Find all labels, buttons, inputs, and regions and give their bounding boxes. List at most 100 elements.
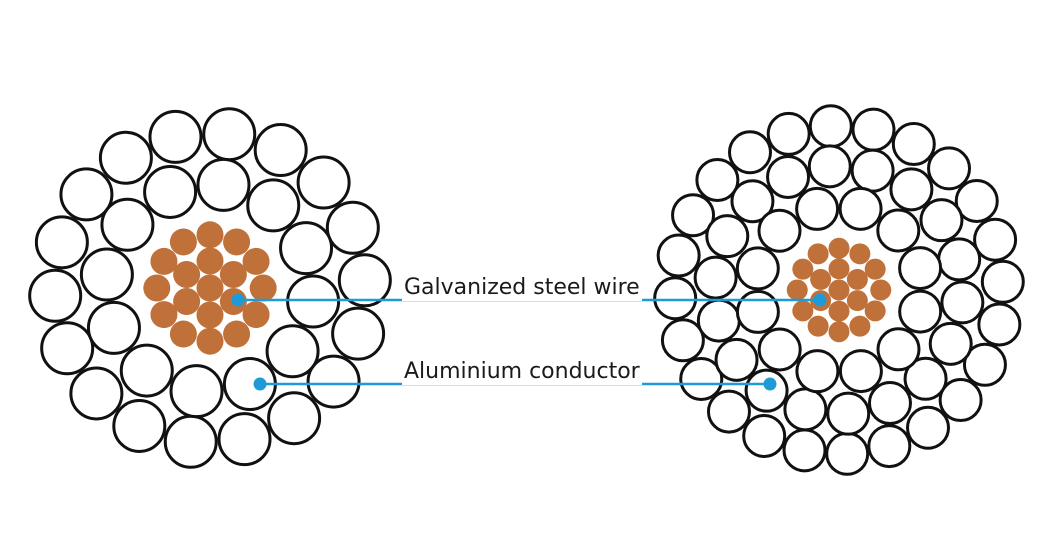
steel-wire bbox=[242, 247, 270, 275]
aluminium-wire bbox=[202, 107, 257, 162]
steel-wire bbox=[223, 228, 251, 256]
aluminium-wire bbox=[325, 200, 380, 255]
aluminium-wire bbox=[69, 366, 124, 421]
pointer-dot-aluminium-right bbox=[763, 377, 777, 391]
aluminium-wire bbox=[246, 178, 301, 233]
aluminium-wire bbox=[906, 405, 950, 450]
aluminium-wire bbox=[306, 354, 361, 409]
aluminium-wire bbox=[954, 179, 999, 223]
aluminium-wire bbox=[928, 321, 973, 366]
aluminium-wire bbox=[267, 391, 322, 446]
aluminium-wire bbox=[163, 414, 218, 469]
left-cable-cross-section bbox=[28, 107, 392, 469]
steel-wire bbox=[828, 237, 850, 259]
steel-wire bbox=[196, 301, 224, 329]
steel-wire bbox=[828, 279, 850, 301]
aluminium-wire bbox=[656, 233, 701, 278]
steel-wire bbox=[150, 301, 178, 329]
aluminium-wire bbox=[28, 268, 83, 323]
aluminium-wire bbox=[851, 107, 896, 152]
aluminium-wire bbox=[898, 246, 943, 291]
steel-wire bbox=[219, 261, 247, 288]
label-aluminium-conductor: Aluminium conductor bbox=[402, 359, 642, 385]
aluminium-wire bbox=[337, 253, 392, 308]
aluminium-wire bbox=[695, 157, 740, 202]
aluminium-wire bbox=[795, 186, 840, 231]
aluminium-wire bbox=[735, 289, 780, 334]
aluminium-wire bbox=[938, 378, 983, 423]
steel-wire bbox=[223, 320, 251, 348]
aluminium-wire bbox=[86, 300, 141, 355]
aluminium-wire bbox=[196, 157, 251, 212]
aluminium-wire bbox=[937, 237, 982, 282]
aluminium-wire bbox=[867, 381, 912, 426]
aluminium-wire bbox=[826, 391, 871, 436]
aluminium-wire bbox=[100, 197, 155, 252]
aluminium-wire bbox=[40, 321, 95, 376]
steel-wire bbox=[849, 315, 871, 337]
steel-wire bbox=[870, 279, 892, 301]
aluminium-wire bbox=[766, 154, 811, 199]
aluminium-wire bbox=[279, 221, 334, 276]
aluminium-wire bbox=[296, 155, 351, 210]
steel-wire bbox=[792, 258, 814, 280]
aluminium-wire bbox=[112, 398, 167, 453]
aluminium-wire bbox=[735, 246, 780, 291]
aluminium-wire bbox=[757, 208, 802, 253]
aluminium-wire bbox=[679, 357, 724, 401]
label-galvanized-steel-wire: Galvanized steel wire bbox=[402, 275, 642, 301]
steel-wire bbox=[249, 274, 277, 302]
aluminium-wire bbox=[671, 193, 716, 238]
aluminium-wire bbox=[742, 413, 787, 458]
aluminium-wire bbox=[143, 164, 198, 219]
aluminium-wire bbox=[217, 412, 272, 467]
steel-wire bbox=[828, 321, 850, 343]
aluminium-wire bbox=[34, 215, 89, 270]
steel-wire bbox=[196, 274, 224, 302]
steel-wire bbox=[196, 247, 224, 275]
steel-wire bbox=[864, 300, 886, 322]
aluminium-wire bbox=[253, 123, 308, 178]
aluminium-wire bbox=[706, 389, 751, 434]
aluminium-wire bbox=[795, 349, 840, 394]
steel-wire bbox=[196, 221, 224, 249]
steel-wire bbox=[828, 258, 850, 280]
aluminium-wire bbox=[98, 130, 153, 185]
steel-wire bbox=[169, 228, 197, 256]
steel-wire bbox=[196, 327, 224, 355]
aluminium-wire bbox=[927, 146, 972, 191]
aluminium-wire bbox=[807, 144, 852, 189]
aluminium-wire bbox=[973, 217, 1018, 262]
aluminium-wire bbox=[119, 343, 174, 398]
aluminium-wire bbox=[782, 428, 827, 473]
aluminium-wire bbox=[783, 387, 828, 432]
aluminium-wire bbox=[265, 324, 320, 379]
pointer-dot-aluminium-left bbox=[253, 377, 267, 391]
right-cable-cross-section bbox=[653, 104, 1025, 476]
aluminium-wire bbox=[825, 431, 870, 476]
steel-wire bbox=[807, 315, 829, 337]
aluminium-wire bbox=[919, 198, 964, 243]
aluminium-wire bbox=[889, 167, 934, 212]
aluminium-wire bbox=[705, 214, 750, 259]
steel-wire bbox=[150, 247, 178, 275]
aluminium-wire bbox=[728, 130, 772, 175]
steel-wire bbox=[792, 300, 814, 322]
aluminium-wire bbox=[714, 337, 759, 382]
aluminium-wire bbox=[744, 368, 789, 413]
aluminium-wire bbox=[653, 276, 698, 321]
aluminium-wire bbox=[693, 255, 738, 300]
aluminium-wire bbox=[660, 318, 705, 363]
pointer-dot-steel-left bbox=[231, 293, 245, 307]
aluminium-wire bbox=[286, 274, 341, 329]
pointer-dot-steel-right bbox=[813, 293, 827, 307]
aluminium-wire bbox=[59, 167, 114, 222]
steel-wire bbox=[786, 279, 808, 301]
aluminium-wire bbox=[808, 104, 853, 149]
aluminium-wire bbox=[876, 327, 921, 372]
aluminium-wire bbox=[838, 186, 883, 231]
aluminium-wire bbox=[148, 109, 203, 164]
steel-wire bbox=[143, 274, 171, 302]
aluminium-wire bbox=[696, 298, 741, 343]
aluminium-wire bbox=[79, 247, 134, 302]
